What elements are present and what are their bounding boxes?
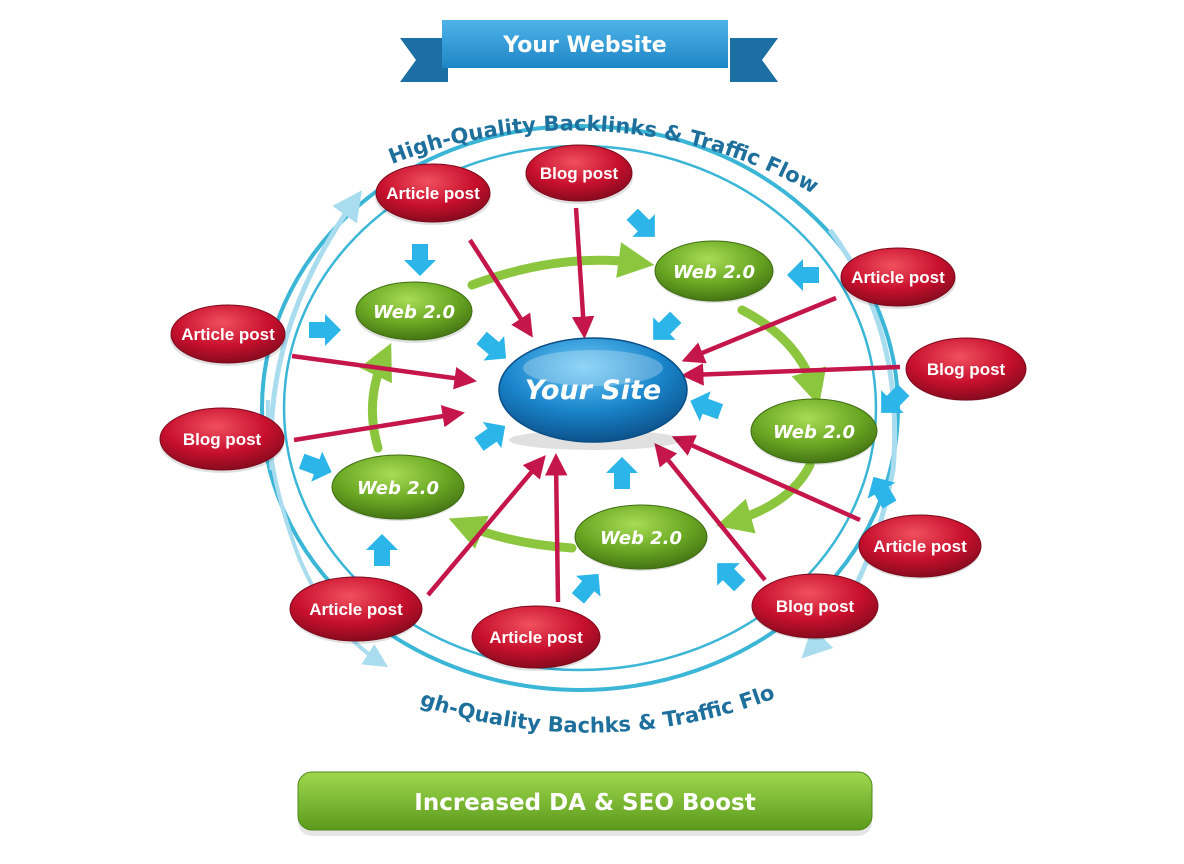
red-arrow-7 [426, 455, 546, 597]
node-label: Web 2.0 [673, 262, 755, 283]
banner-title: Your Website [502, 33, 666, 58]
green-arrow-web2-web3 [737, 305, 827, 406]
blue-arrow-6 [653, 311, 682, 340]
node-layer: Article post Blog post Article post Arti… [159, 144, 1027, 671]
node-blog-1: Blog post [525, 144, 633, 204]
blue-arrow-8 [474, 422, 506, 451]
blue-arrow-11 [867, 476, 897, 509]
footer-pill-shape [297, 771, 873, 831]
banner-body [442, 20, 728, 68]
red-arrow-6 [293, 405, 465, 443]
node-blog-2: Blog post [905, 337, 1027, 401]
footer-label: Increased DA & SEO Boost [414, 790, 755, 816]
node-label: Article post [309, 600, 403, 619]
red-arrow-3 [681, 295, 837, 364]
node-label: Article post [489, 628, 583, 647]
node-web-2: Web 2.0 [654, 240, 774, 303]
green-arrow-web5-web1 [359, 343, 392, 453]
blue-arrow-9 [606, 457, 638, 489]
red-arrow-8 [544, 453, 568, 603]
banner-right-tail [730, 38, 778, 82]
center-node-highlight [523, 350, 663, 386]
red-arrow-9 [654, 442, 767, 582]
node-label: Article post [873, 537, 967, 556]
node-label: Article post [851, 268, 945, 287]
node-label: Web 2.0 [773, 422, 855, 443]
blue-arrow-7 [690, 391, 724, 422]
node-label: Web 2.0 [600, 528, 682, 549]
blue-arrow-2 [309, 314, 341, 346]
blue-arrow-3 [626, 208, 655, 237]
blue-arrow-15 [717, 563, 746, 592]
footer-pill: Increased DA & SEO Boost [297, 771, 873, 836]
red-arrow-4 [681, 363, 901, 386]
node-label: Article post [386, 184, 480, 203]
red-arrow-2 [571, 207, 595, 339]
node-article-3: Article post [170, 304, 286, 366]
node-label: Web 2.0 [357, 478, 439, 499]
node-article-4: Article post [858, 514, 982, 579]
blue-arrow-4 [787, 259, 819, 291]
node-blog-4: Blog post [751, 573, 879, 640]
banner-left-tail [400, 38, 448, 82]
red-arrow-1 [468, 238, 533, 338]
center-node: Your Site [498, 337, 688, 450]
node-article-1: Article post [375, 163, 491, 225]
node-label: Web 2.0 [373, 302, 455, 323]
node-web-1: Web 2.0 [355, 281, 473, 343]
node-web-4: Web 2.0 [574, 504, 708, 571]
green-arrow-web3-web4 [716, 460, 815, 534]
node-article-2: Article post [840, 247, 956, 309]
node-label: Blog post [183, 430, 262, 449]
node-label: Blog post [540, 164, 619, 183]
blue-arrow-10 [881, 384, 910, 413]
node-blog-3: Blog post [159, 407, 285, 473]
blue-arrow-13 [366, 534, 398, 566]
node-article-6: Article post [471, 605, 601, 671]
node-label: Blog post [776, 597, 855, 616]
red-arrow-5 [291, 353, 477, 390]
center-node-label: Your Site [525, 375, 661, 406]
center-node-shape [498, 337, 688, 443]
direct-link-arrows [291, 207, 901, 603]
node-label: Blog post [927, 360, 1006, 379]
node-web-5: Web 2.0 [331, 454, 465, 521]
node-article-5: Article post [289, 576, 423, 644]
blue-arrow-14 [571, 573, 601, 604]
blue-arrow-5 [476, 331, 507, 361]
traffic-arrows [298, 208, 910, 604]
node-web-3: Web 2.0 [750, 398, 878, 465]
banner: Your Website [400, 20, 778, 82]
blue-arrow-12 [298, 451, 332, 482]
blue-arrow-1 [404, 244, 436, 276]
red-arrow-10 [671, 435, 861, 523]
node-label: Article post [181, 325, 275, 344]
